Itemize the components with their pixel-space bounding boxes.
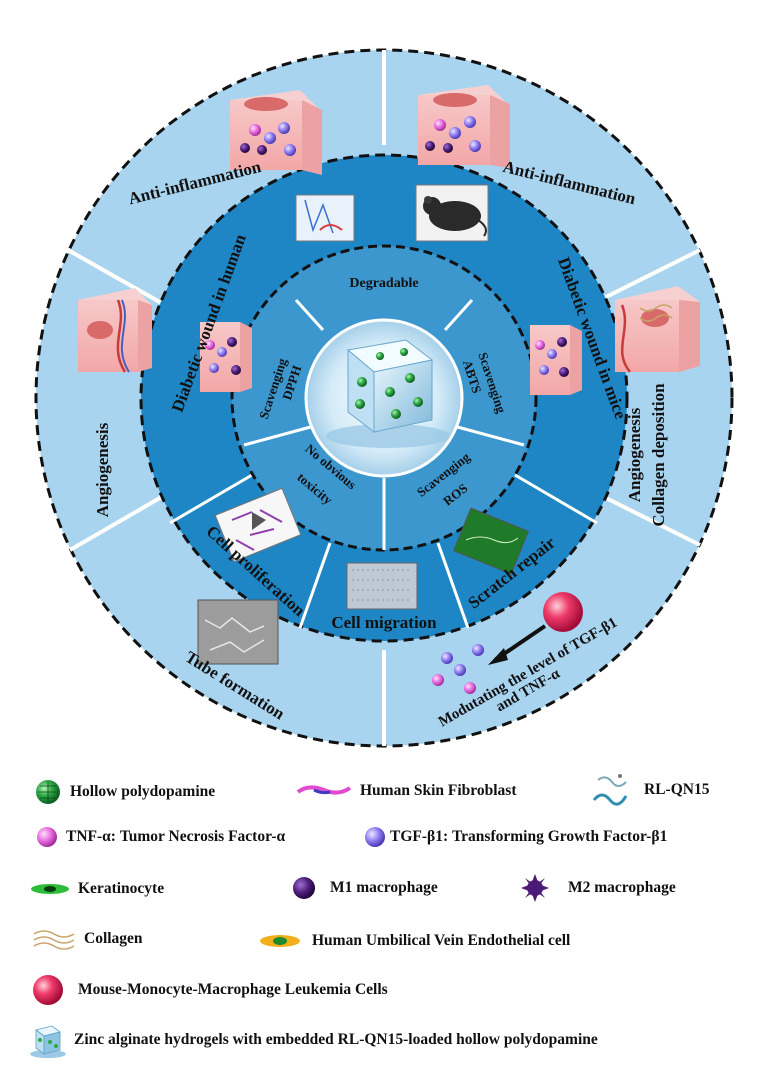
legend-label-fibroblast: Human Skin Fibroblast [360, 782, 517, 799]
leukemia-cell-icon [33, 975, 63, 1005]
label-angiogenesis-right: Angiogenesis [625, 407, 644, 502]
cytokine-particles [432, 644, 484, 694]
legend-label-huvec: Human Umbilical Vein Endothelial cell [312, 932, 571, 949]
label-collagen-deposition: Collagen deposition [649, 383, 668, 527]
legend-item-tgf: TGF-β1: Transforming Growth Factor-β1 [364, 826, 667, 848]
label-angiogenesis-left: Angiogenesis [93, 422, 112, 517]
legend-item-leukemia: Mouse-Monocyte-Macrophage Leukemia Cells [32, 974, 388, 1006]
legend-label-m2: M2 macrophage [568, 879, 676, 896]
hydrogel-cube-legend-icon [30, 1025, 66, 1058]
mouse-wound-skin-image [530, 325, 582, 395]
legend-label-tgf: TGF-β1: Transforming Growth Factor-β1 [390, 828, 668, 845]
legend-item-hydrogel: Zinc alginate hydrogels with embedded RL… [28, 1020, 598, 1060]
legend-label-hollow-pda: Hollow polydopamine [70, 783, 216, 800]
keratinocyte-icon [31, 884, 69, 894]
legend-label-m1: M1 macrophage [330, 879, 438, 896]
outer-ring-dividers [67, 50, 701, 746]
legend-label-collagen: Collagen [84, 930, 143, 947]
legend-item-tnf: TNF-α: Tumor Necrosis Factor-α [36, 826, 285, 848]
modulation-arrowhead [488, 648, 508, 665]
inner-ring-dividers [243, 298, 525, 550]
human-wound-photo [295, 194, 355, 242]
collagen-icon [33, 930, 75, 950]
legend-label-keratinocyte: Keratinocyte [78, 880, 165, 897]
tnf-alpha-icon [37, 827, 57, 847]
leukemia-cell-sphere [543, 592, 583, 632]
legend: Hollow polydopamine Human Skin Fibroblas… [0, 760, 769, 1076]
legend-item-m1: M1 macrophage [292, 876, 438, 900]
rl-qn15-peptide-icon [592, 774, 628, 806]
tgf-beta1-icon [365, 827, 385, 847]
mouse-photo [415, 184, 489, 242]
scratch-repair-image [452, 507, 530, 575]
hollow-polydopamine-icon [36, 780, 60, 804]
m2-macrophage-icon [521, 874, 549, 902]
legend-item-huvec: Human Umbilical Vein Endothelial cell [258, 932, 570, 950]
legend-item-keratinocyte: Keratinocyte [30, 880, 164, 898]
tube-formation-micrograph [197, 599, 279, 665]
angiogenesis-skin-image-left [78, 288, 152, 373]
wound-healing-diagram: Anti-inflammation Anti-inflammation Angi… [34, 48, 734, 748]
human-wound-skin-image [200, 322, 252, 392]
fibroblast-icon [296, 785, 352, 795]
legend-item-fibroblast: Human Skin Fibroblast [296, 782, 517, 800]
huvec-icon [260, 935, 300, 947]
skin-inflammation-image-left [230, 90, 322, 175]
legend-label-rl-qn15: RL-QN15 [644, 781, 710, 798]
legend-label-tnf: TNF-α: Tumor Necrosis Factor-α [66, 828, 286, 845]
angiogenesis-skin-image-right [615, 286, 700, 373]
hydrogel-cube-icon [326, 339, 450, 448]
cell-migration-micrograph [346, 562, 418, 610]
legend-item-collagen: Collagen [32, 928, 143, 950]
middle-ring-border [139, 153, 629, 643]
m1-macrophage-icon [293, 877, 315, 899]
legend-item-m2: M2 macrophage [520, 873, 676, 903]
skin-inflammation-image-right [418, 85, 510, 168]
cell-proliferation-image [214, 487, 302, 563]
legend-item-hollow-pda: Hollow polydopamine [34, 778, 215, 806]
legend-item-rl-qn15: RL-QN15 [590, 770, 709, 810]
legend-label-leukemia: Mouse-Monocyte-Macrophage Leukemia Cells [78, 981, 388, 998]
label-cell-migration: Cell migration [331, 613, 437, 632]
legend-label-hydrogel: Zinc alginate hydrogels with embedded RL… [74, 1031, 598, 1048]
label-degradable: Degradable [349, 276, 418, 291]
middle-ring-dividers [169, 473, 598, 629]
